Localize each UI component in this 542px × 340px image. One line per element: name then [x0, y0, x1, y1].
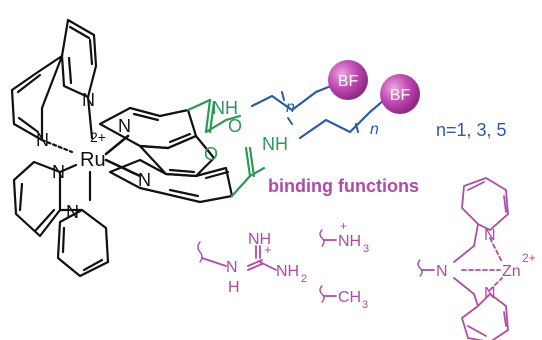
- zinc-metal: Zn: [502, 263, 521, 280]
- atom-n-left: N: [36, 130, 49, 150]
- n-values-label: n=1, 3, 5: [436, 120, 507, 140]
- amide-o-bottom: O: [204, 144, 218, 164]
- amide-nh-top: NH: [212, 98, 238, 118]
- binding-functions-title: binding functions: [268, 176, 419, 196]
- bf-label-2: BF: [390, 87, 411, 104]
- chain-n-subscript-2: n: [370, 121, 379, 138]
- atom-charge: 2+: [90, 129, 106, 145]
- pyridine-ring-top-left: [10, 54, 64, 142]
- ammonium-sub: 3: [363, 243, 369, 255]
- ammonium-label: NH: [338, 233, 361, 250]
- zn-pyridine-top-ring: [461, 177, 509, 232]
- atom-n-bottom-left: N: [66, 202, 79, 222]
- atom-n-top-left: N: [82, 90, 95, 110]
- guanidine-nh-top: NH: [248, 231, 271, 248]
- chain-n-subscript-1: n: [286, 99, 295, 116]
- alkyl-chains: [250, 82, 386, 140]
- amide-linkers: [186, 98, 266, 198]
- bf-label-1: BF: [338, 73, 359, 90]
- guanidine-nh2: NH: [276, 263, 299, 280]
- guanidine-nh2-sub: 2: [301, 273, 307, 285]
- zinc-py-n-top: N: [484, 227, 496, 244]
- atom-n-terpy-top: N: [118, 116, 131, 136]
- zn-pyridine-bottom-ring: [460, 292, 509, 340]
- guanidine-plus: +: [264, 242, 272, 257]
- binding-function-sphere-1: [328, 60, 368, 100]
- guanidine-h-left: H: [228, 279, 240, 296]
- zinc-amine-n: N: [436, 263, 448, 280]
- guanidine-n-left: N: [226, 259, 238, 276]
- terpy-ring-bottom: [108, 158, 234, 204]
- amide-o-top: O: [228, 116, 242, 136]
- binding-function-sphere-2: [380, 74, 420, 114]
- ammonium-plus: +: [340, 219, 347, 233]
- ruthenium-complex-bonds: [10, 18, 234, 278]
- atom-ru: Ru: [80, 149, 106, 171]
- zinc-charge: 2+: [522, 251, 536, 265]
- pyridine-ring-bottom: [56, 208, 110, 278]
- atom-n-center: N: [52, 162, 65, 182]
- methyl-sub: 3: [362, 299, 368, 311]
- binding-structures: [197, 177, 509, 340]
- methyl-label: CH: [338, 289, 361, 306]
- zinc-py-n-bottom: N: [484, 285, 496, 302]
- amide-nh-bottom: NH: [262, 134, 288, 154]
- atom-n-terpy-bottom: N: [138, 170, 151, 190]
